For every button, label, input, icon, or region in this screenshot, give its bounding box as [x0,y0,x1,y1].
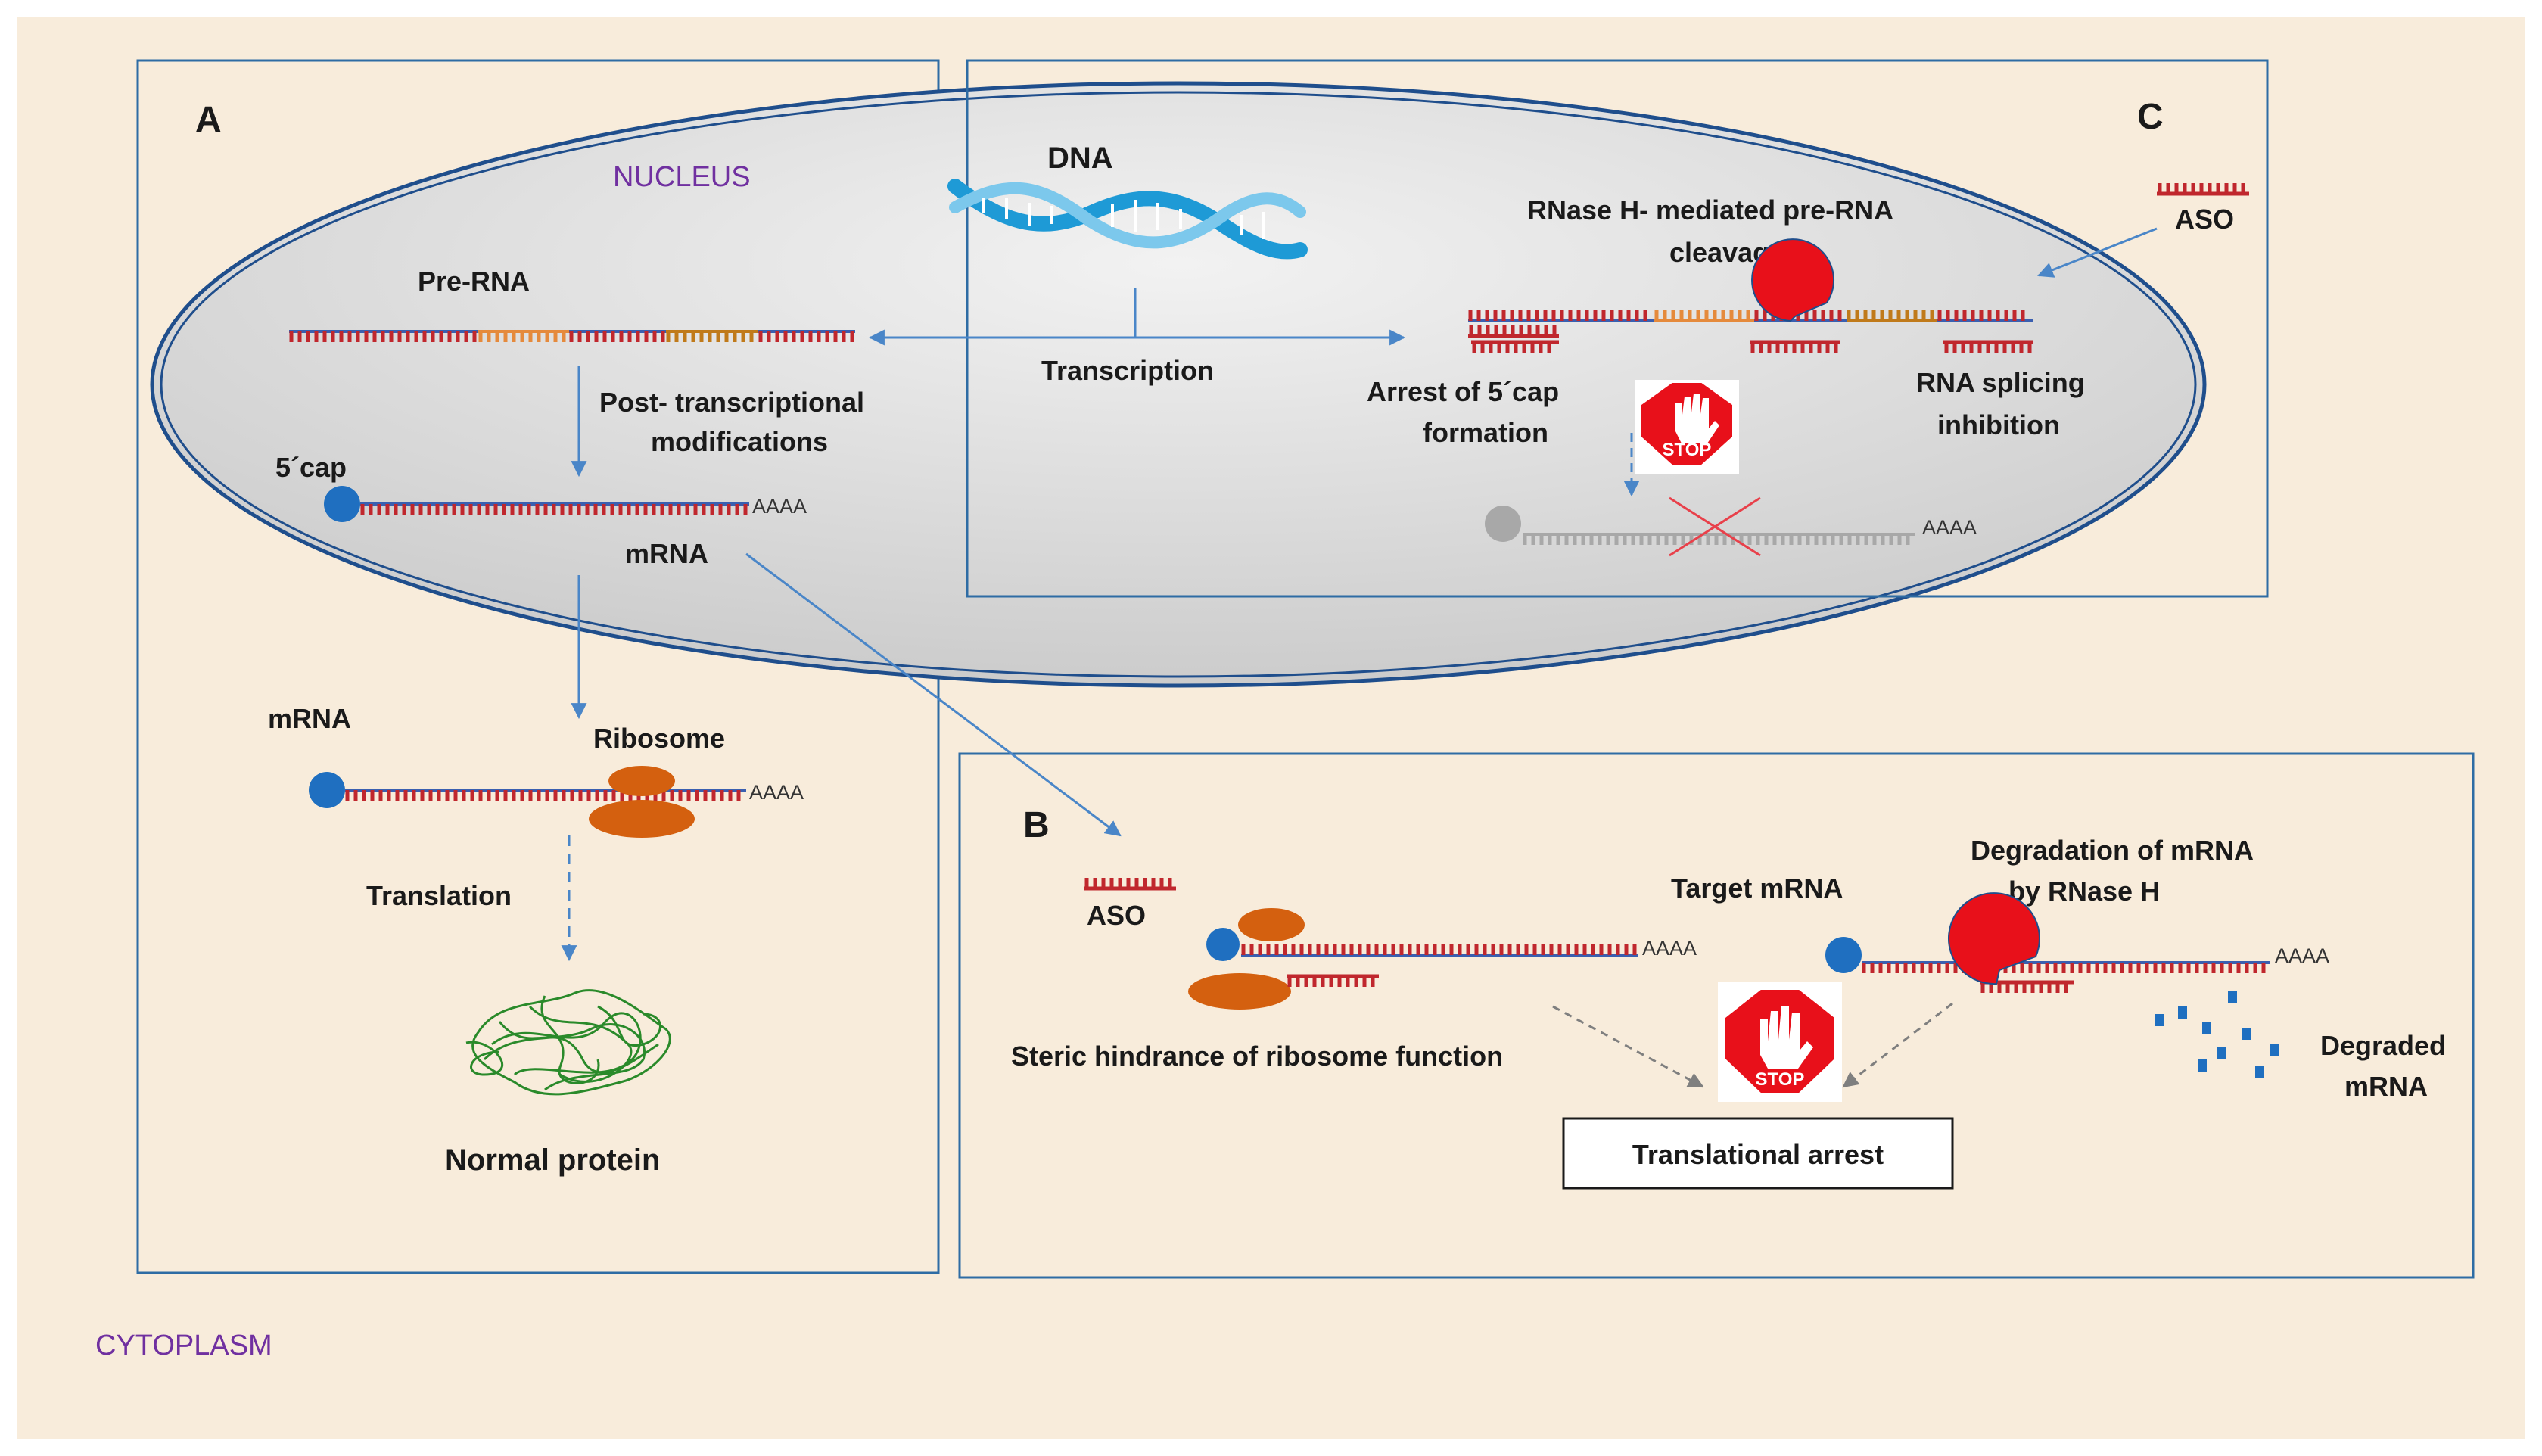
ribosome-label: Ribosome [593,723,725,754]
panel-c-aso-icon [2157,183,2249,196]
degradation-to-arrest-arrow [1842,1002,1953,1088]
panel-c-frame [966,59,2269,598]
cytoplasm-label: CYTOPLASM [95,1330,272,1361]
panel-b-stop-sign-icon: STOP [1718,982,1842,1102]
panel-b-aso-label: ASO [1087,900,1146,931]
nucleus-inner-membrane [160,91,2197,678]
post-mod-label-line1: Post- transcriptional [599,387,864,418]
panel-c-stop-sign-icon: STOP [1635,380,1739,474]
panel-c-stop-text: STOP [1663,440,1712,460]
pre-rna-strand [289,330,855,342]
degraded-label-line1: Degraded [2320,1030,2446,1061]
degraded-label-line2: mRNA [2344,1071,2428,1102]
cyto-cap-icon [309,772,345,808]
panel-c-aso-arrow [2037,227,2158,278]
steric-to-arrest-arrow [1552,1005,1704,1088]
to-panel-b-arrow [745,552,1122,837]
nucleus-label: NUCLEUS [613,161,751,193]
panel-c-grey-mrna-strand [1523,533,1915,545]
degraded-fragments-icon [2155,991,2279,1078]
mrna-cyto-polya: AAAA [749,781,804,804]
target-mrna-label: Target mRNA [1671,873,1843,904]
cross-icon-line2 [1669,496,1761,557]
rnase-label-line1: RNase H- mediated pre-RNA [1527,194,1893,226]
degradation-label-line2: by RNase H [2008,876,2160,907]
mrna-nucleus-label: mRNA [625,538,708,569]
translation-label: Translation [366,880,512,911]
translational-arrest-label: Translational arrest [1632,1139,1884,1170]
transcription-label: Transcription [1041,355,1214,386]
mrna-nucleus-strand [360,502,749,515]
panel-c-pre-rna-strand [1468,310,2033,353]
panel-b-steric-polya: AAAA [1642,937,1697,960]
panel-b-ribosome-small [1238,908,1305,941]
mrna-cyto-label: mRNA [268,703,351,734]
panel-b-steric-cap-icon [1206,928,1240,961]
degradation-label-line1: Degradation of mRNA [1971,835,2254,866]
arrest-label-line1: Arrest of 5´cap [1367,376,1559,407]
splicing-label-line2: inhibition [1937,409,2060,440]
rnase-h-icon [1751,238,1835,322]
dna-helix-icon [947,179,1308,260]
pre-rna-label: Pre-RNA [418,266,530,297]
mrna-nucleus-polya: AAAA [752,495,807,518]
translational-arrest-box [1562,1117,1954,1190]
panel-b-ribosome-large [1188,973,1291,1010]
panel-a-letter: A [195,100,222,140]
panel-c-polya: AAAA [1922,516,1977,539]
panel-b-target-polya: AAAA [2275,944,2329,967]
post-mod-label-line2: modifications [651,426,828,457]
panel-b-frame [958,752,2475,1279]
panel-b-target-cap-icon [1825,937,1862,973]
arrest-label-line2: formation [1423,417,1548,448]
panel-b-letter: B [1023,805,1050,845]
normal-protein-label: Normal protein [445,1143,660,1177]
panel-b-stop-text: STOP [1756,1069,1805,1090]
dna-label: DNA [1047,142,1113,175]
cap-icon [324,486,360,522]
panel-c-grey-cap-icon [1485,506,1521,542]
panel-b-rnase-h-icon [1948,892,2040,985]
panel-c-aso-label: ASO [2175,204,2234,235]
panel-b-steric-mrna-strand [1241,944,1638,987]
ribosome-large-subunit [589,800,695,838]
splicing-label-line1: RNA splicing [1916,367,2085,398]
steric-label: Steric hindrance of ribosome function [1011,1041,1503,1072]
protein-icon [465,989,671,1096]
ribosome-small-subunit [608,766,675,796]
panel-c-letter: C [2137,97,2164,137]
panel-b-aso-icon [1084,878,1176,891]
cap-label: 5´cap [275,452,347,483]
